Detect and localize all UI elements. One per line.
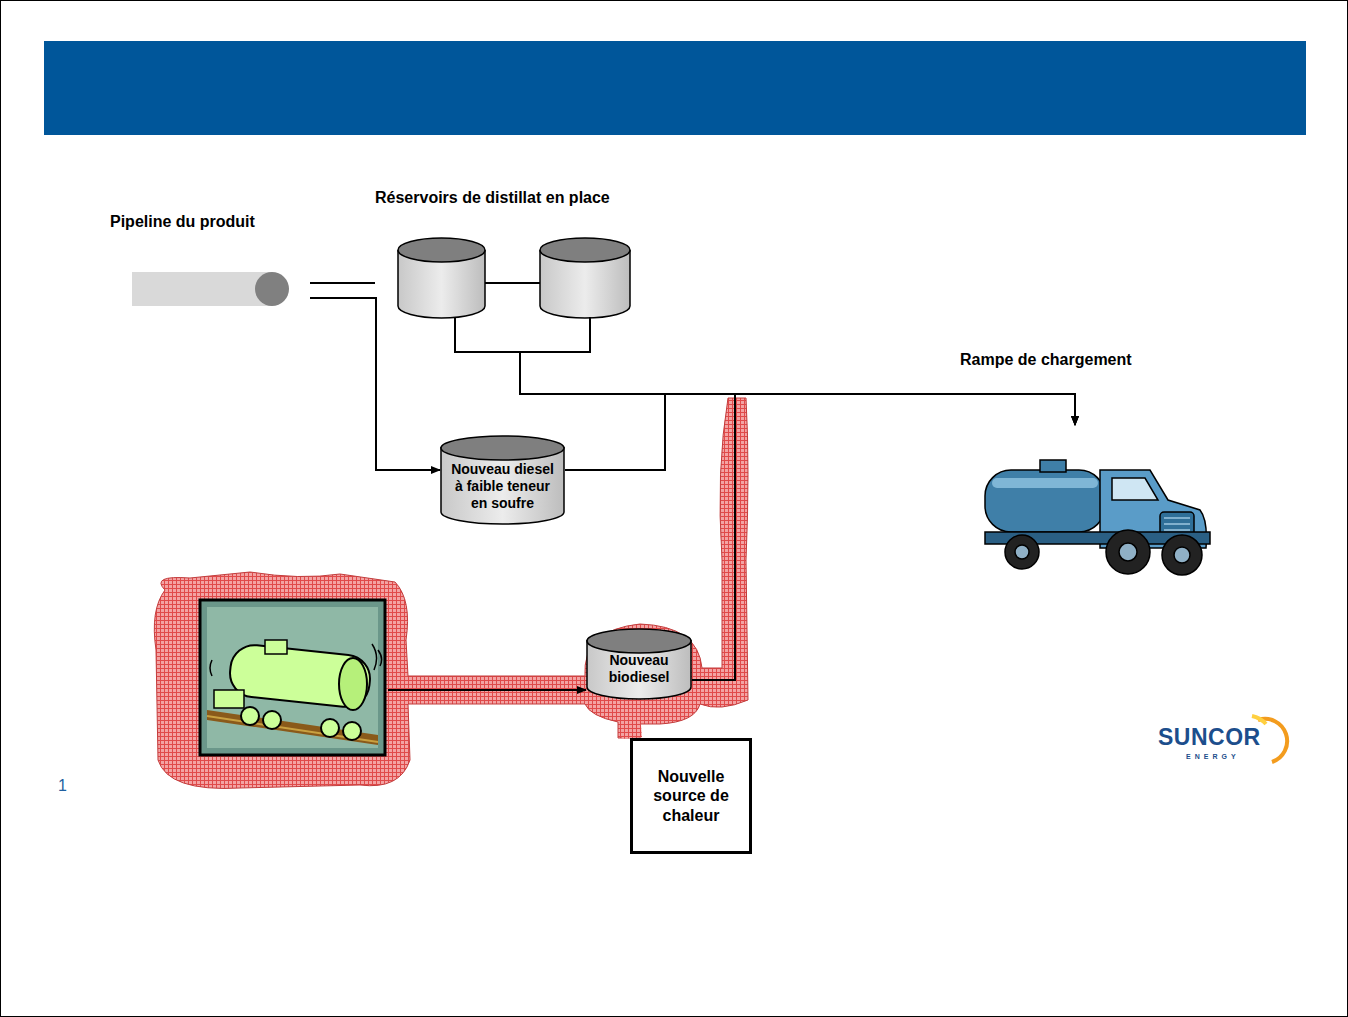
flow-line (692, 394, 1075, 680)
page-number: 1 (58, 777, 67, 795)
biodiesel-heated-zone (154, 398, 748, 788)
node-label: Nouvelle source de chaleur (639, 767, 743, 825)
labelled-group: Pipeline du produit (110, 212, 310, 312)
heat-link (629, 700, 632, 738)
logo-arc (1258, 719, 1287, 762)
logo-wordmark: SUNCOR (1158, 724, 1261, 751)
process-box: Nouvelle source de chaleur (630, 738, 752, 854)
flow-line (310, 282, 375, 284)
storage-tank: Nouveau biodiesel (586, 628, 692, 700)
storage-tank: Nouveau diesel à faible teneur en soufre (440, 435, 565, 525)
header-band (44, 41, 1306, 135)
labelled-group: Rampe de chargement (960, 425, 1215, 585)
node-label: Nouveau diesel à faible teneur en soufre (446, 461, 559, 511)
rail-tank-car (200, 600, 385, 755)
product-pipe (132, 272, 289, 306)
tank-truck (985, 460, 1210, 575)
group-heading: Réservoirs de distillat en place (375, 188, 675, 207)
group-heading: Rampe de chargement (960, 350, 1132, 369)
labelled-group: Réservoirs de distillat en place (375, 188, 675, 352)
distillate-tanks (398, 238, 630, 352)
logo-arc-top (1252, 716, 1266, 724)
delivery-line (388, 689, 586, 691)
flow-line (565, 394, 1075, 470)
flow-line (310, 298, 440, 470)
node-label: Nouveau biodiesel (590, 652, 688, 686)
group-heading: Pipeline du produit (110, 212, 310, 231)
logo-subtitle: ENERGY (1186, 753, 1240, 760)
